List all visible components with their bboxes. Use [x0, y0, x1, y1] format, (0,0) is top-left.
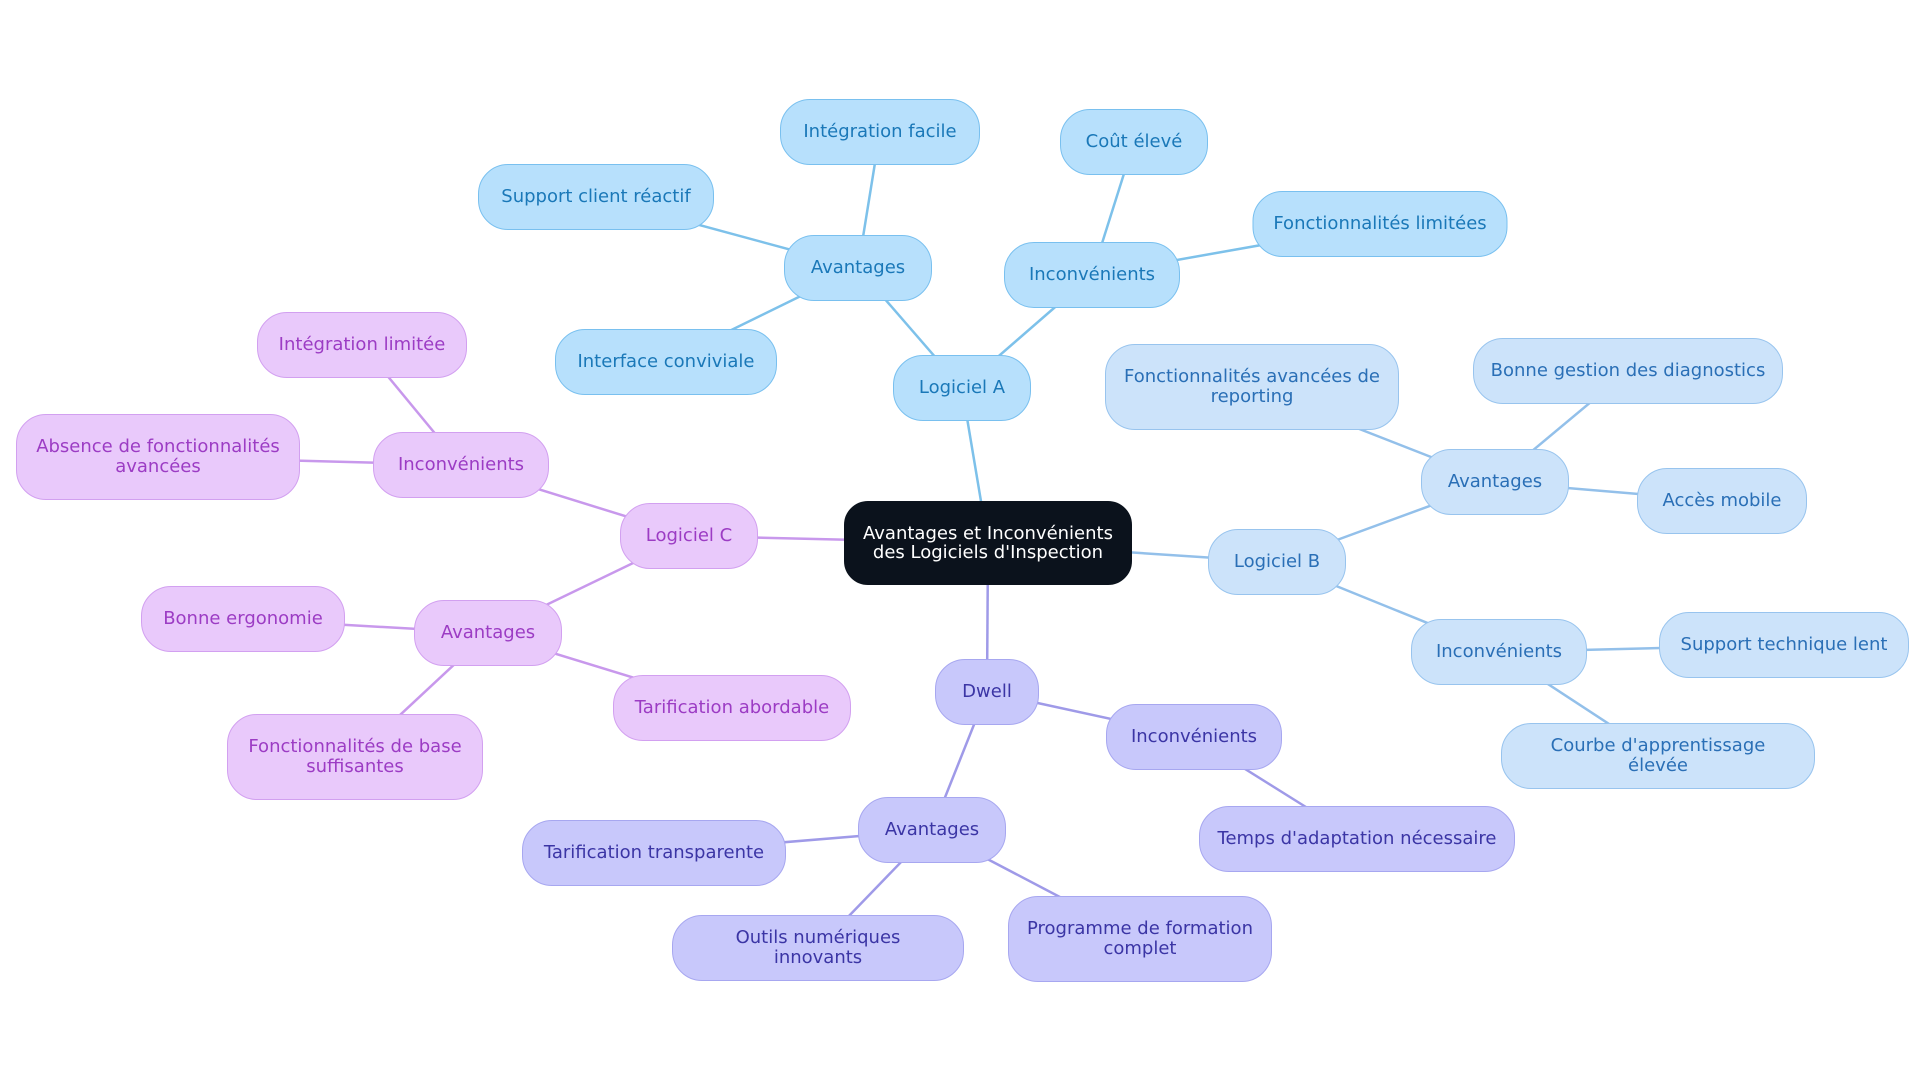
node-b-av-1: Fonctionnalités avancées de reporting [1105, 344, 1399, 430]
node-a-in-2: Fonctionnalités limitées [1252, 191, 1508, 257]
node-b-in-2: Courbe d'apprentissage élevée [1501, 723, 1815, 789]
node-c-in: Inconvénients [373, 432, 549, 498]
node-a-in-1: Coût élevé [1060, 109, 1208, 175]
node-a-av: Avantages [784, 235, 932, 301]
node-c-in-1: Intégration limitée [257, 312, 467, 378]
node-d-av: Avantages [858, 797, 1006, 863]
node-b-av: Avantages [1421, 449, 1569, 515]
node-b-in-1: Support technique lent [1659, 612, 1909, 678]
node-b-in: Inconvénients [1411, 619, 1587, 685]
node-c-in-2: Absence de fonctionnalités avancées [16, 414, 300, 500]
node-c-av-1: Bonne ergonomie [141, 586, 345, 652]
node-c-av-2: Tarification abordable [613, 675, 851, 741]
node-a: Logiciel A [893, 355, 1031, 421]
node-a-in: Inconvénients [1004, 242, 1180, 308]
node-b-av-2: Bonne gestion des diagnostics [1473, 338, 1783, 404]
node-c-av-3: Fonctionnalités de base suffisantes [227, 714, 483, 800]
node-d-av-2: Outils numériques innovants [672, 915, 964, 981]
node-c: Logiciel C [620, 503, 758, 569]
node-b-av-3: Accès mobile [1637, 468, 1807, 534]
node-c-av: Avantages [414, 600, 562, 666]
node-d-av-3: Programme de formation complet [1008, 896, 1272, 982]
node-a-av-3: Interface conviviale [555, 329, 777, 395]
node-a-av-1: Intégration facile [780, 99, 980, 165]
node-a-av-2: Support client réactif [478, 164, 714, 230]
root-node: Avantages et Inconvénients des Logiciels… [844, 501, 1132, 585]
node-b: Logiciel B [1208, 529, 1346, 595]
node-d-av-1: Tarification transparente [522, 820, 786, 886]
node-d-in-1: Temps d'adaptation nécessaire [1199, 806, 1515, 872]
node-d: Dwell [935, 659, 1039, 725]
node-d-in: Inconvénients [1106, 704, 1282, 770]
